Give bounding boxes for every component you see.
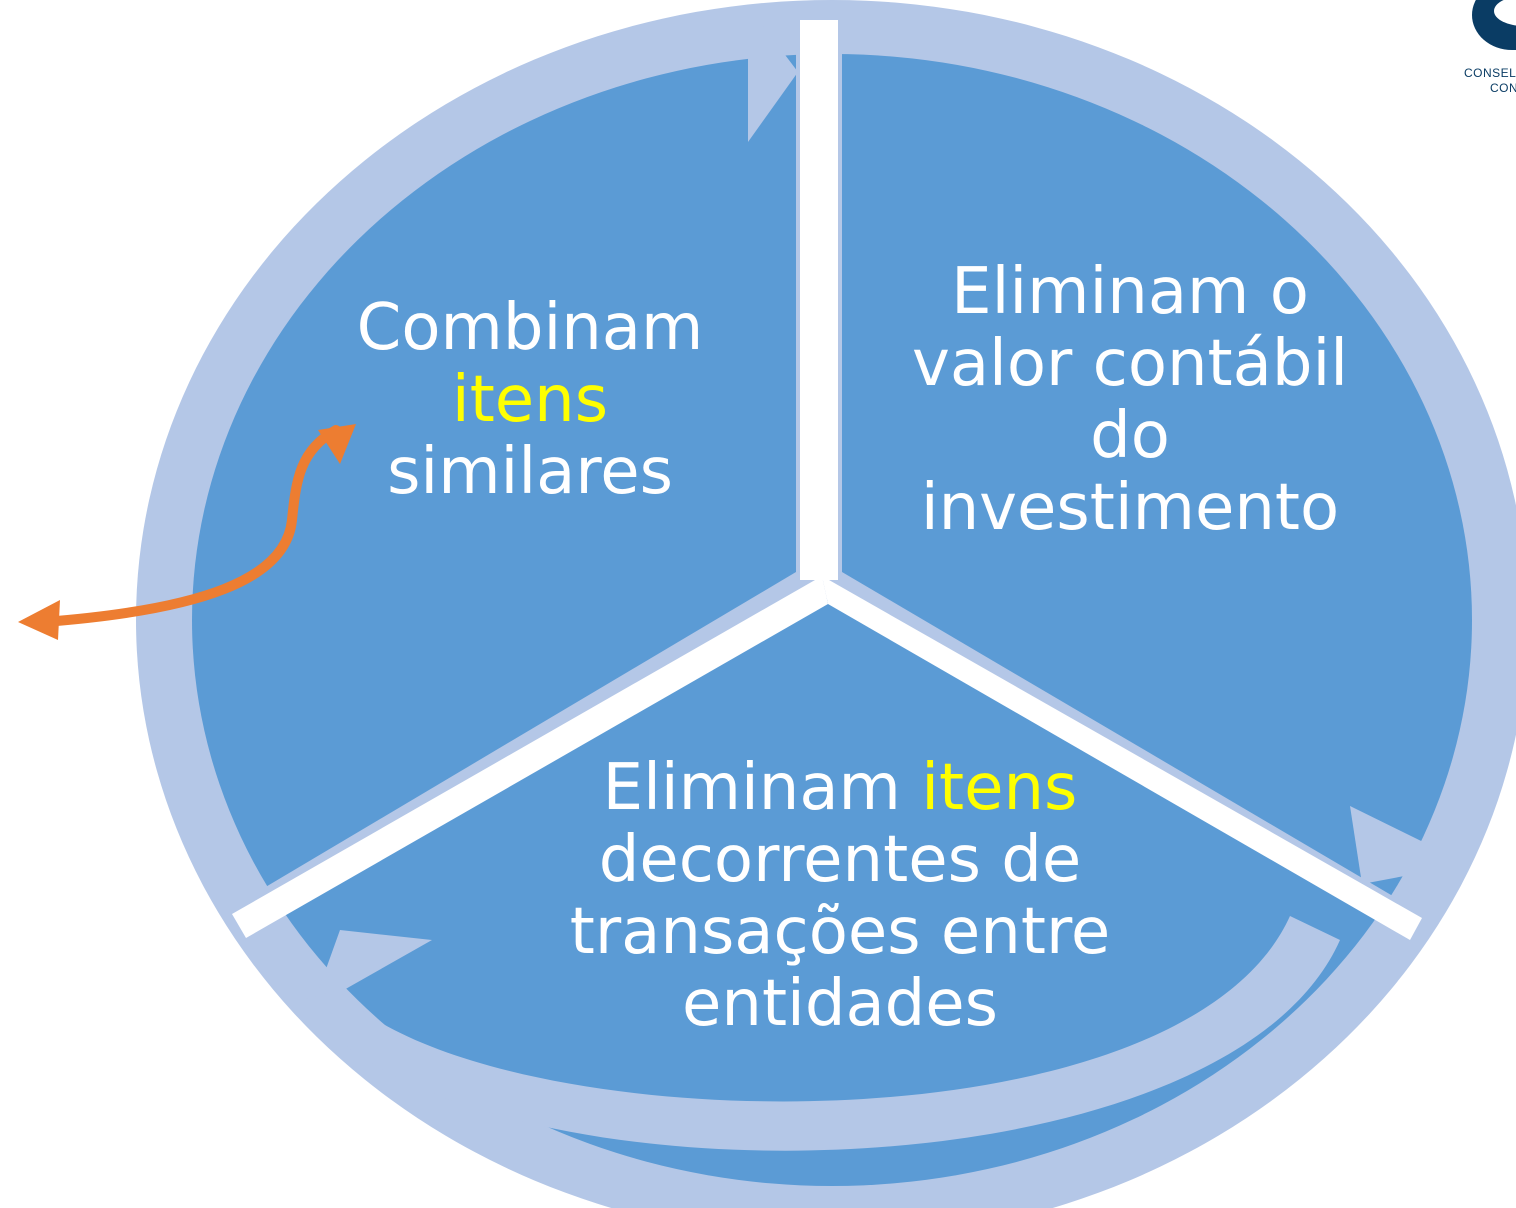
label-line: Combinam	[300, 292, 760, 364]
organization-logo: CONSEL CON	[1440, 0, 1516, 100]
orange-arrowhead-right	[318, 424, 356, 464]
label-text: Combinam	[356, 291, 704, 365]
highlighted-word: itens	[921, 751, 1078, 825]
label-text: do	[1090, 399, 1170, 473]
label-line: decorrentes de	[480, 824, 1200, 896]
ring-arrow-bottom-left	[312, 930, 432, 1008]
divider-lower-right	[822, 576, 1422, 940]
ring-band-bottom	[302, 916, 1340, 1151]
orange-arrowhead-left	[18, 600, 60, 640]
label-line: Eliminam o	[850, 256, 1410, 328]
label-line: Eliminam itens	[480, 752, 1200, 824]
divider-lower-left	[232, 576, 828, 938]
divider-top	[800, 20, 838, 580]
orange-curved-connector	[39, 425, 341, 627]
highlighted-word: itens	[451, 363, 609, 437]
label-line: itens	[300, 364, 760, 436]
label-line: investimento	[850, 472, 1410, 544]
label-text: transações entre	[569, 895, 1111, 969]
label-text: similares	[387, 435, 673, 509]
logo-mark	[1472, 0, 1516, 50]
label-line: valor contábil	[850, 328, 1410, 400]
logo-text-line-1: CONSEL	[1464, 66, 1516, 80]
label-text: valor contábil	[911, 327, 1349, 401]
label-text: entidades	[682, 967, 998, 1041]
label-line: entidades	[480, 968, 1200, 1040]
label-text: Eliminam	[602, 751, 922, 825]
label-line: do	[850, 400, 1410, 472]
label-line: similares	[300, 436, 760, 508]
ring-arrow-right	[1350, 806, 1468, 884]
ring-arrow-top	[748, 6, 798, 142]
label-line: transações entre	[480, 896, 1200, 968]
label-text: Eliminam o	[951, 255, 1309, 329]
label-text: decorrentes de	[598, 823, 1082, 897]
logo-text-line-2: CON	[1490, 81, 1516, 95]
label-text: investimento	[920, 471, 1340, 545]
